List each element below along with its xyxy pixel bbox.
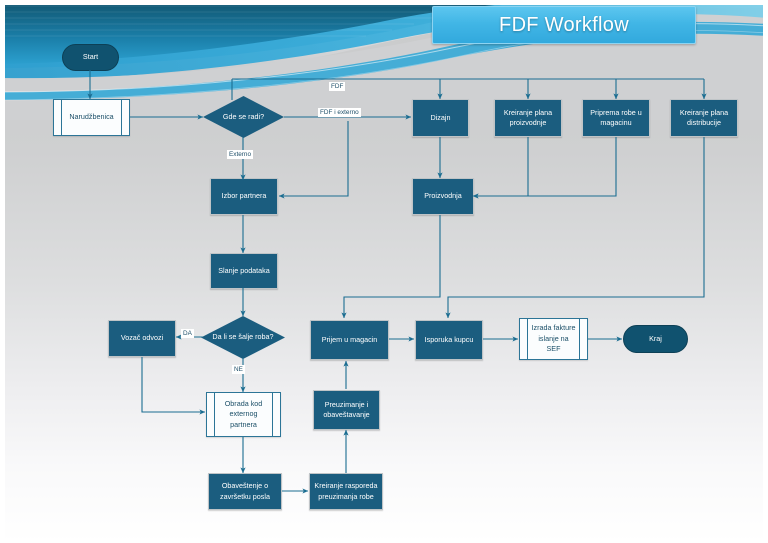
node-kreiranje-plana-distribucije-label: Kreiranje plana distribucije xyxy=(679,107,729,127)
node-obrada-kod-externog-partnera[interactable]: Obrada kod externog partnera xyxy=(206,392,281,437)
page-title: FDF Workflow xyxy=(432,6,696,44)
node-narudzbenica[interactable]: Narudžbenica xyxy=(53,99,130,136)
edge-label-da: DA xyxy=(181,329,194,339)
node-gde-se-radi[interactable]: Gde se radi? xyxy=(203,96,284,138)
header-banner xyxy=(0,0,768,120)
node-slanje-podataka-label: Slanje podataka xyxy=(218,265,270,275)
node-gde-se-radi-label: Gde se radi? xyxy=(222,111,265,121)
node-isporuka-kupcu[interactable]: Isporuka kupcu xyxy=(415,320,483,360)
node-obavestenje-o-zavrsetku-posla-label: Obaveštenje o završetku posla xyxy=(220,481,270,501)
node-vozac-odvozi-label: Vozač odvozi xyxy=(120,333,164,343)
node-kreiranje-plana-proizvodnje-label: Kreiranje plana proizvodnje xyxy=(503,107,553,127)
edge-label-fdf: FDF xyxy=(329,82,346,92)
node-kreiranje-plana-proizvodnje[interactable]: Kreiranje plana proizvodnje xyxy=(494,99,562,137)
edge-label-fdf-i-externo: FDF i externo xyxy=(318,108,361,118)
node-kreiranje-plana-distribucije[interactable]: Kreiranje plana distribucije xyxy=(670,99,738,137)
node-prijem-u-magacin-label: Prijem u magacin xyxy=(321,334,378,344)
node-obrada-kod-externog-partnera-label: Obrada kod externog partnera xyxy=(224,398,263,429)
node-prijem-u-magacin[interactable]: Prijem u magacin xyxy=(310,320,389,360)
node-proizvodnja[interactable]: Proizvodnja xyxy=(412,178,474,215)
node-start-label: Start xyxy=(82,52,99,62)
node-izrada-fakture-label: Izrada fakture islanje na SEF xyxy=(531,323,576,354)
node-isporuka-kupcu-label: Isporuka kupcu xyxy=(424,334,474,344)
node-da-li-se-salje-roba[interactable]: Da li se šalje roba? xyxy=(201,316,285,359)
node-kreiranje-rasporeda-preuzimanja-robe-label: Kreiranje rasporeda preuzimanja robe xyxy=(314,481,378,501)
edge-label-externo: Externo xyxy=(227,150,254,160)
node-dizajn-label: Dizajn xyxy=(430,112,451,122)
node-dizajn[interactable]: Dizajn xyxy=(412,99,469,137)
edge-label-ne: NE xyxy=(232,365,245,375)
node-kreiranje-rasporeda-preuzimanja-robe[interactable]: Kreiranje rasporeda preuzimanja robe xyxy=(309,473,383,510)
node-preuzimanje-i-obavestavanje[interactable]: Preuzimanje i obaveštavanje xyxy=(313,390,380,430)
node-proizvodnja-label: Proizvodnja xyxy=(424,191,462,201)
node-slanje-podataka[interactable]: Slanje podataka xyxy=(210,253,278,289)
node-priprema-robe-u-magacinu-label: Priprema robe u magacinu xyxy=(590,107,642,127)
node-vozac-odvozi[interactable]: Vozač odvozi xyxy=(108,320,176,357)
node-izrada-fakture[interactable]: Izrada fakture islanje na SEF xyxy=(519,318,588,360)
node-izbor-partnera-label: Izbor partnera xyxy=(221,191,267,201)
node-kraj-label: Kraj xyxy=(649,333,662,343)
node-priprema-robe-u-magacinu[interactable]: Priprema robe u magacinu xyxy=(582,99,650,137)
node-narudzbenica-label: Narudžbenica xyxy=(69,112,114,122)
node-kraj[interactable]: Kraj xyxy=(623,325,688,353)
page-title-text: FDF Workflow xyxy=(499,13,629,36)
node-da-li-se-salje-roba-label: Da li se šalje roba? xyxy=(212,332,274,342)
node-obavestenje-o-zavrsetku-posla[interactable]: Obaveštenje o završetku posla xyxy=(208,473,282,510)
node-preuzimanje-i-obavestavanje-label: Preuzimanje i obaveštavanje xyxy=(323,399,370,419)
